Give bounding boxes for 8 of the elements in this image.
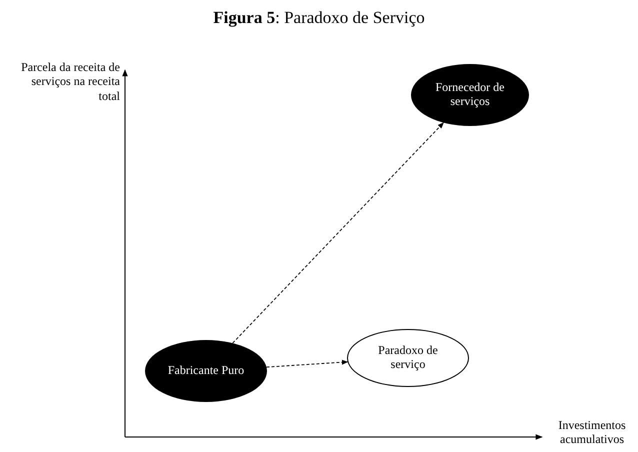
- arrow: [266, 360, 348, 368]
- node-text: Fornecedor de serviços: [434, 81, 506, 109]
- node-text: Paradoxo de serviço: [377, 344, 439, 372]
- x-axis-label: Investimentos acumulativos: [557, 418, 627, 447]
- figure-title: Figura 5: Paradoxo de Serviço: [212, 8, 426, 28]
- node-text: Fabricante Puro: [166, 364, 246, 378]
- y-axis-label: Parcela da receita de serviços na receita total: [20, 60, 120, 104]
- arrow: [232, 122, 444, 344]
